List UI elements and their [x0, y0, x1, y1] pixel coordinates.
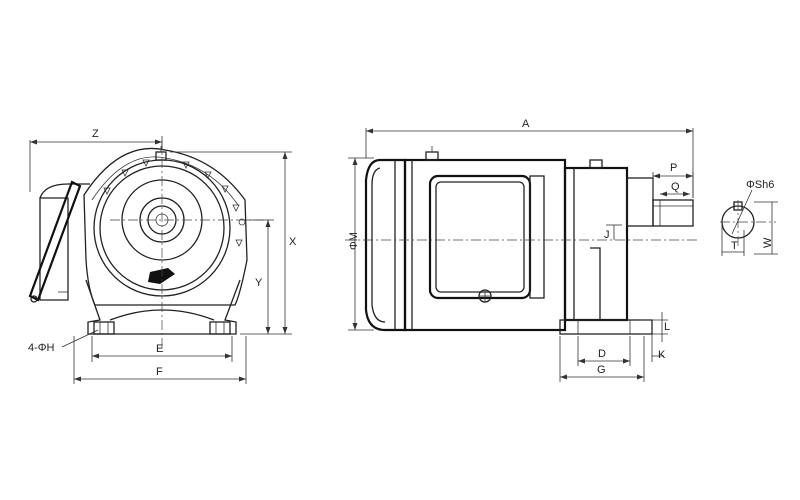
dim-p-label: P — [670, 162, 677, 174]
dim-q-label: Q — [671, 181, 680, 193]
output-flange — [626, 177, 654, 227]
foot-right — [209, 321, 231, 335]
brand-logo — [148, 268, 175, 284]
dim-m-label: ΦM — [348, 232, 360, 250]
dim-z-label: Z — [92, 128, 99, 140]
dim-j-label: J — [604, 229, 610, 241]
side-view — [345, 146, 700, 335]
dim-l-label: L — [664, 321, 670, 333]
fan-cover — [364, 158, 407, 332]
output-shaft-side — [652, 199, 694, 227]
terminal-box-side — [529, 175, 545, 299]
shaft-section: ΦSh6 W T — [720, 179, 778, 256]
side-dimensions: A ΦM J P Q L K — [348, 118, 694, 382]
front-dimensions: Z X Y E F 4-ΦH — [28, 128, 297, 384]
top-lug — [155, 151, 167, 161]
dim-f-label: F — [156, 366, 163, 378]
front-view — [28, 140, 270, 350]
dim-h-leader — [61, 329, 99, 348]
dim-e-label: E — [156, 343, 163, 355]
housing-rib — [91, 156, 239, 206]
dim-x-label: X — [289, 236, 297, 248]
dim-k-label: K — [658, 349, 666, 361]
side-base — [559, 319, 653, 335]
dim-s-leader — [731, 189, 753, 235]
terminal-box-lid — [28, 180, 82, 302]
dim-h-label: 4-ΦH — [28, 342, 55, 354]
top-screw — [425, 151, 439, 161]
lid-hinge — [30, 295, 38, 303]
fan-cover-inner — [371, 167, 386, 323]
dim-g-label: G — [597, 364, 606, 376]
dim-t-label: T — [731, 240, 738, 252]
front-motor-top — [39, 183, 90, 199]
gearbox-housing — [83, 147, 248, 306]
dim-d-label: D — [598, 348, 606, 360]
dim-y-label: Y — [255, 277, 263, 289]
terminal-box — [428, 174, 532, 300]
gearbox-step — [590, 247, 601, 320]
dim-a-label: A — [522, 118, 530, 130]
front-feet — [85, 279, 241, 335]
foot-left — [93, 321, 115, 335]
terminal-box-inner — [435, 181, 525, 293]
dim-s-label: ΦSh6 — [746, 179, 774, 191]
dim-w-label: W — [762, 237, 774, 248]
gearbox-top-screw — [589, 159, 603, 169]
